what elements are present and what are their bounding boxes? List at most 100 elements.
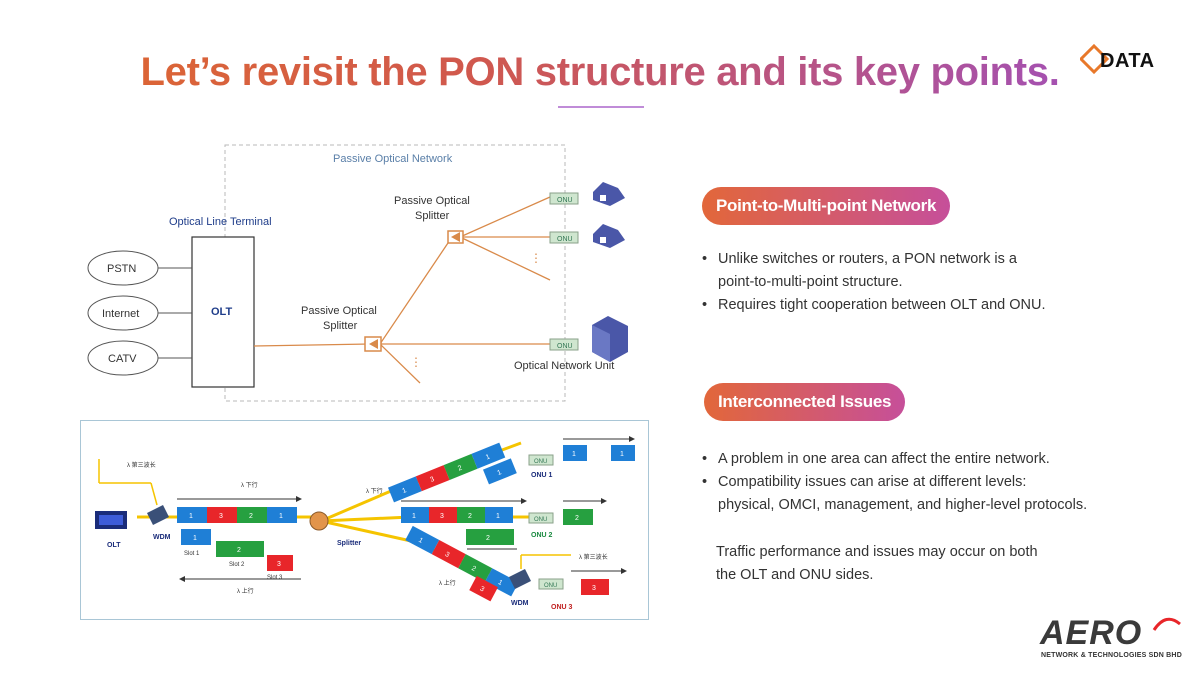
onu3-tx: 3 [469,575,498,602]
onu-device-2: ONU [549,231,579,244]
svg-text:1: 1 [401,487,407,495]
svg-text:1: 1 [193,535,197,542]
upstream-slots: 1 Slot 1 2 Slot 2 3 Slot 3 [181,529,293,581]
service-internet-label: Internet [102,308,139,320]
svg-text:1: 1 [189,513,193,520]
splitter2-label-line2: Splitter [415,210,450,222]
splitter1-label-line2: Splitter [323,320,358,332]
onu2-device: ONU [528,512,554,524]
svg-text:2: 2 [486,535,490,542]
onu3-received: 3 [571,568,627,595]
svg-text:3: 3 [277,561,281,568]
onu2-tx: 2 [466,529,514,545]
section1-bullet: Requires tight cooperation between OLT a… [702,294,1122,317]
section2-note-line2: the OLT and ONU sides. [716,567,874,583]
svg-text:1: 1 [620,451,624,458]
svg-text:ONU: ONU [534,459,547,465]
splitter2-icon [447,230,464,244]
aero-logo: AERO NETWORK & TECHNOLOGIES SDN BHD [1040,614,1182,664]
svg-text:2: 2 [457,465,463,473]
downstream-frame: 1 3 2 1 [177,507,297,523]
section1-heading-pill: Point-to-Multi-point Network [702,187,951,225]
onu1-branch-frame: 1 3 2 1 [388,442,506,503]
lambda-up-label: λ 上行 [237,587,254,595]
svg-text:2: 2 [575,515,579,522]
onu2-label: ONU 2 [531,532,553,539]
olt-icon [95,511,127,529]
section1-bullet-cont: point-to-multi-point structure. [718,274,903,290]
service-catv-label: CATV [108,353,137,365]
svg-text:3: 3 [444,551,451,559]
house-icon [593,182,625,206]
pon-wavelength-diagram: OLT WDM λ 第三波长 λ 下行 1 3 2 1 1 [80,420,649,620]
wdm-left-icon [147,505,169,525]
pon-topology-diagram: Passive Optical Network Optical Line Ter… [80,140,640,410]
onu3-label: ONU 3 [551,604,573,611]
svg-text:2: 2 [468,513,472,520]
wdm-right-label: WDM [511,600,529,607]
aero-logo-tagline: NETWORK & TECHNOLOGIES SDN BHD [1041,652,1182,659]
onu1-received: 1 1 [563,436,635,461]
svg-text:2: 2 [249,513,253,520]
lambda-up-onu3: λ 上行 [439,579,456,587]
lambda-down-label: λ 下行 [241,481,258,489]
onu-device-3: ONU [549,338,579,351]
slot2-label: Slot 2 [229,562,245,568]
section1-bullets: Unlike switches or routers, a PON networ… [702,248,1122,317]
house-icon [593,224,625,248]
cdata-logo: DATA [1080,44,1170,78]
onu2-branch-frame: 1 3 2 1 [401,507,513,523]
ellipsis-lower: ⋮ [410,355,422,369]
building-icon [592,316,628,362]
svg-text:3: 3 [479,585,486,593]
svg-text:ONU: ONU [557,343,573,350]
lambda-down-onu1: λ 下行 [366,487,383,495]
svg-text:ONU: ONU [557,197,573,204]
olt-caption: Optical Line Terminal [169,216,272,228]
svg-text:ONU: ONU [544,583,557,589]
svg-text:3: 3 [429,476,435,484]
onu1-device: ONU [528,454,554,466]
svg-text:1: 1 [485,453,491,461]
onu2-received: 2 [563,498,607,525]
svg-text:1: 1 [279,513,283,520]
svg-text:1: 1 [412,513,416,520]
svg-text:1: 1 [417,537,424,545]
section2-heading-pill: Interconnected Issues [704,383,906,421]
svg-text:1: 1 [572,451,576,458]
svg-text:1: 1 [496,513,500,520]
wdm-left-label: WDM [153,534,171,541]
splitter1-label-line1: Passive Optical [301,305,377,317]
olt-box [191,236,255,388]
lambda-third-right: λ 第三波长 [579,553,608,561]
lambda-third-left: λ 第三波长 [127,461,156,469]
splitter-label: Splitter [337,540,361,547]
svg-text:2: 2 [470,565,477,573]
section2-note: Traffic performance and issues may occur… [716,541,1136,587]
title-underline [558,106,644,108]
section2-bullet: Compatibility issues can arise at differ… [702,471,1172,494]
slot1-label: Slot 1 [184,551,200,557]
ellipsis-upper: ⋮ [530,251,542,265]
onu-device-1: ONU [549,192,579,205]
svg-text:ONU: ONU [534,517,547,523]
olt-label: OLT [211,306,232,318]
section2-bullet: A problem in one area can affect the ent… [702,448,1172,471]
splitter2-label-line1: Passive Optical [394,195,470,207]
wdm-right-icon [509,569,531,589]
svg-text:2: 2 [237,547,241,554]
section2-bullet-cont: physical, OMCI, management, and higher-l… [718,497,1088,513]
aero-logo-name: AERO [1040,614,1143,652]
service-pstn-label: PSTN [107,263,136,275]
svg-text:3: 3 [440,513,444,520]
onu3-device: ONU [538,578,564,590]
svg-text:1: 1 [496,469,502,477]
splitter1-icon [364,336,382,352]
onu-caption: Optical Network Unit [514,360,614,372]
svg-text:1: 1 [497,579,504,587]
svg-text:3: 3 [219,513,223,520]
svg-text:3: 3 [592,585,596,592]
olt-label: OLT [107,542,121,549]
onu1-tx: 1 [483,458,517,485]
pon-label: Passive Optical Network [333,153,453,165]
